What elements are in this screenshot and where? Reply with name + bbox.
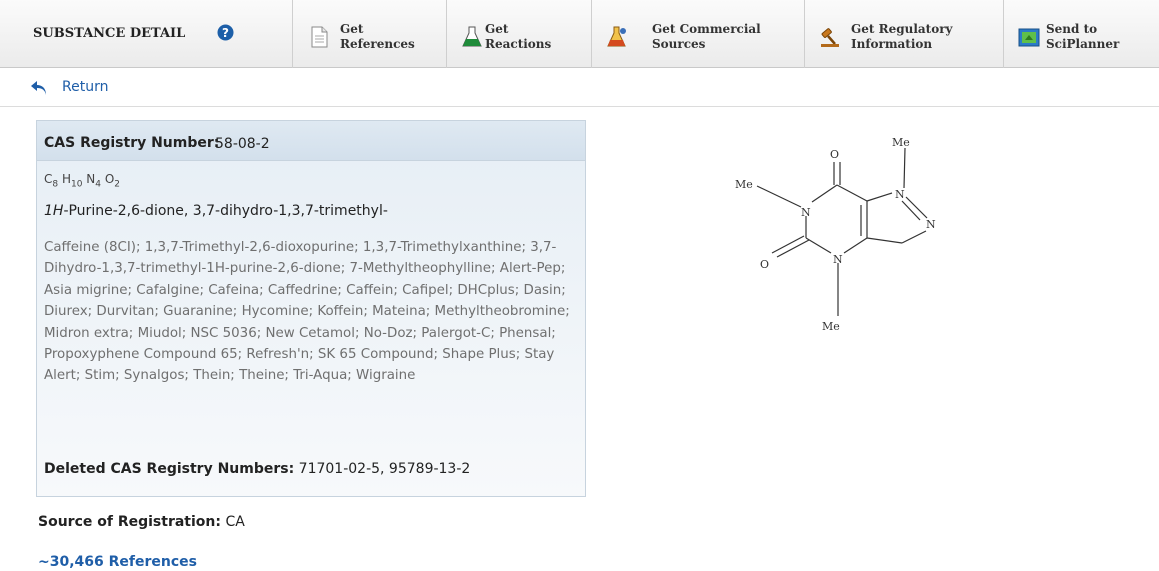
document-icon <box>311 26 328 48</box>
formula-element: N <box>86 172 96 186</box>
structure-label-me-top: Me <box>892 136 910 149</box>
get-regulatory-information-button[interactable]: Get Regulatory Information <box>805 0 1004 68</box>
substance-toolbar: SUBSTANCE DETAIL ? Get References Get Re… <box>0 0 1159 68</box>
index-name-italic-prefix: 1H <box>44 203 64 219</box>
structure-label-n7: N <box>895 188 905 201</box>
svg-text:?: ? <box>222 26 229 40</box>
formula-count: 4 <box>95 179 101 190</box>
structure-label-n3: N <box>833 253 843 266</box>
sciplanner-icon <box>1018 28 1040 47</box>
formula-element: O <box>104 172 115 186</box>
deleted-cas-numbers: Deleted CAS Registry Numbers: 71701-02-5… <box>44 461 470 477</box>
get-references-line1: Get <box>340 22 364 36</box>
substance-detail-box: CAS Registry Number: 58-08-2 C8 H10 N4 O… <box>36 120 586 497</box>
structure-label-n1: N <box>801 206 811 219</box>
deleted-cas-values: 71701-02-5, 95789-13-2 <box>298 461 471 477</box>
cas-registry-header: CAS Registry Number: 58-08-2 <box>37 121 585 161</box>
return-arrow-icon[interactable] <box>30 80 48 96</box>
index-name-rest: -Purine-2,6-dione, 3,7-dihydro-1,3,7-tri… <box>63 203 388 219</box>
formula-element: H <box>61 172 71 186</box>
source-label: Source of Registration: <box>38 514 221 530</box>
get-commercial-sources-button[interactable]: Get Commercial Sources <box>592 0 805 68</box>
cas-registry-label: CAS Registry Number: <box>44 135 220 151</box>
get-commercial-sources-line2: Sources <box>652 37 706 51</box>
get-reactions-line1: Get <box>485 22 509 36</box>
cas-registry-number: 58-08-2 <box>215 136 270 152</box>
get-references-line2: References <box>340 37 415 51</box>
structure-label-me-left: Me <box>735 178 753 191</box>
get-commercial-sources-line1: Get Commercial <box>652 22 761 36</box>
toolbar-title-cell: SUBSTANCE DETAIL ? <box>0 0 293 68</box>
help-icon[interactable]: ? <box>217 24 234 41</box>
formula-element: C <box>44 172 53 186</box>
send-to-sciplanner-line2: SciPlanner <box>1046 37 1120 51</box>
chemical-structure: Me Me Me O O N N N N <box>735 136 936 333</box>
source-value: CA <box>225 514 245 530</box>
synonyms-list: Caffeine (8CI); 1,3,7-Trimethyl-2,6-diox… <box>44 240 570 384</box>
chemical-flask-icon <box>607 26 626 47</box>
return-link[interactable]: Return <box>62 79 109 95</box>
return-bar: Return <box>0 69 1159 107</box>
get-regulatory-line2: Information <box>851 37 933 51</box>
flask-icon <box>462 26 482 47</box>
get-reactions-line2: Reactions <box>485 37 552 51</box>
get-references-button[interactable]: Get References <box>294 0 447 68</box>
formula-count: 10 <box>70 179 83 190</box>
deleted-cas-label: Deleted CAS Registry Numbers: <box>44 461 295 477</box>
send-to-sciplanner-line1: Send to <box>1046 22 1098 36</box>
get-regulatory-line1: Get Regulatory <box>851 22 953 36</box>
formula-count: 2 <box>114 179 120 190</box>
gavel-icon <box>821 28 839 47</box>
references-link[interactable]: ~30,466 References <box>38 554 197 570</box>
formula-count: 8 <box>52 179 59 190</box>
structure-label-o-left: O <box>760 258 769 271</box>
page-title: SUBSTANCE DETAIL <box>33 26 186 41</box>
structure-label-n9: N <box>926 218 936 231</box>
structure-label-me-bottom: Me <box>822 320 840 333</box>
molecular-formula: C8 H10 N4 O2 <box>44 172 120 189</box>
index-name: 1H-Purine-2,6-dione, 3,7-dihydro-1,3,7-t… <box>44 203 388 219</box>
source-of-registration: Source of Registration: CA <box>38 514 245 530</box>
get-reactions-button[interactable]: Get Reactions <box>447 0 592 68</box>
send-to-sciplanner-button[interactable]: Send to SciPlanner <box>1004 0 1159 68</box>
structure-label-o-top: O <box>830 148 839 161</box>
structure-bonds <box>756 147 928 316</box>
